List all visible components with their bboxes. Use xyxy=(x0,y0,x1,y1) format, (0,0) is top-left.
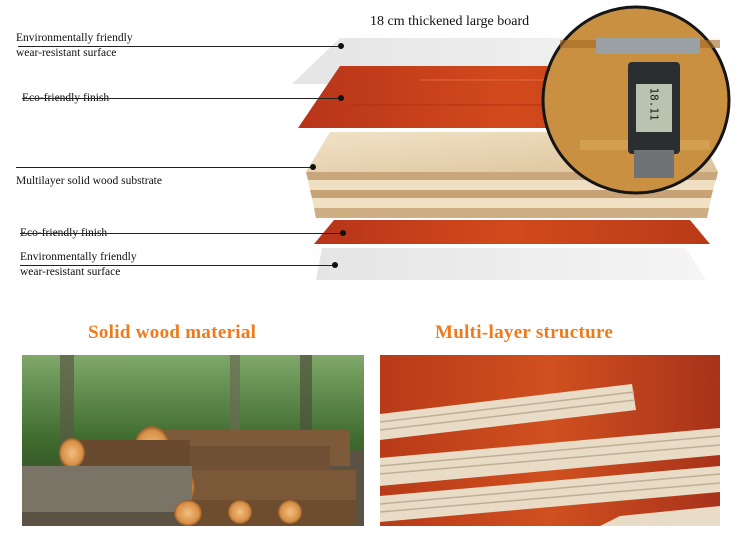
section-title-solid-wood: Solid wood material xyxy=(88,322,257,343)
pointer-dot xyxy=(338,95,344,101)
leader-line xyxy=(20,265,334,266)
leader-line xyxy=(20,233,342,234)
bottom-veneer-layer xyxy=(314,220,710,244)
pointer-dot xyxy=(332,262,338,268)
pointer-dot xyxy=(338,43,344,49)
leader-line xyxy=(22,98,340,99)
label-substrate: Multilayer solid wood substrate xyxy=(16,175,162,187)
label-top-wear-surface: Environmentally friendly wear-resistant … xyxy=(16,32,133,59)
bottom-wear-layer xyxy=(316,248,706,280)
section-title-multilayer: Multi-layer structure xyxy=(435,322,614,343)
label-bottom-wear-surface: Environmentally friendly wear-resistant … xyxy=(20,251,137,278)
page-title: 18 cm thickened large board xyxy=(370,14,530,29)
leader-line xyxy=(16,167,312,168)
leader-line xyxy=(18,46,340,47)
caliper-inset xyxy=(541,5,731,195)
pointer-dot xyxy=(340,230,346,236)
pointer-dot xyxy=(310,164,316,170)
